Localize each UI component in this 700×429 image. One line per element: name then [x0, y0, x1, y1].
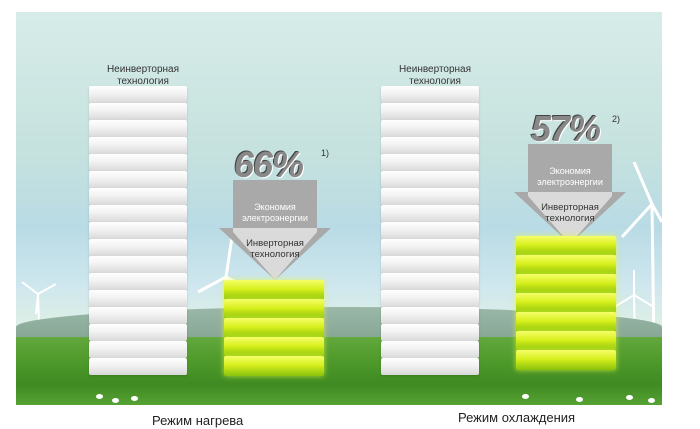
non-inverter-plate	[89, 120, 187, 137]
non-inverter-plate	[89, 154, 187, 171]
non-inverter-plate	[381, 120, 479, 137]
cooling-inverter-label-1: Инверторная	[541, 202, 599, 213]
inverter-plate	[224, 280, 324, 300]
non-inverter-plate	[89, 307, 187, 324]
cooling-footnote: 2)	[612, 114, 621, 124]
heating-footnote: 1)	[321, 148, 330, 158]
non-inverter-plate	[89, 290, 187, 307]
cooling-saving-percent: 57%	[531, 108, 601, 149]
inverter-plate	[224, 318, 324, 338]
non-inverter-plate	[381, 273, 479, 290]
non-inverter-plate	[89, 358, 187, 375]
heating-non-inverter-label: Неинверторная технология	[106, 64, 180, 87]
non-inverter-plate	[381, 324, 479, 341]
heating-inverter-label-1: Инверторная	[246, 238, 304, 249]
non-inverter-plate	[89, 341, 187, 358]
cooling-non-inverter-label: Неинверторная технология	[398, 64, 472, 87]
heating-saving-percent: 66%	[234, 144, 304, 185]
heating-saving-label-1: Экономия	[254, 202, 296, 212]
inverter-plate	[516, 350, 616, 370]
inverter-plate	[516, 236, 616, 256]
non-inverter-plate	[381, 103, 479, 120]
heating-saving-arrow: Экономия электроэнергии Инверторная техн…	[219, 180, 331, 280]
cooling-saving-label-2: электроэнергии	[537, 177, 603, 187]
non-inverter-plate	[89, 171, 187, 188]
flower	[626, 395, 633, 400]
heating-inverter-label-2: технология	[250, 249, 300, 260]
inverter-plate	[516, 274, 616, 294]
non-inverter-plate	[89, 324, 187, 341]
inverter-plate	[516, 331, 616, 351]
non-inverter-plate	[89, 273, 187, 290]
non-inverter-plate	[381, 222, 479, 239]
cooling-inverter-stack	[516, 236, 616, 378]
non-inverter-plate	[381, 256, 479, 273]
non-inverter-plate	[89, 222, 187, 239]
non-inverter-plate	[381, 341, 479, 358]
flower	[522, 394, 529, 399]
non-inverter-plate	[89, 188, 187, 205]
heating-non-inverter-stack	[89, 86, 187, 376]
flower	[96, 394, 103, 399]
cooling-non-inverter-stack	[381, 86, 479, 376]
non-inverter-plate	[89, 205, 187, 222]
inverter-plate	[516, 255, 616, 275]
flower	[112, 398, 119, 403]
non-inverter-plate	[381, 137, 479, 154]
non-inverter-plate	[381, 86, 479, 103]
flower	[576, 397, 583, 402]
heating-inverter-stack	[224, 280, 324, 380]
inverter-plate	[224, 356, 324, 376]
non-inverter-plate	[89, 86, 187, 103]
non-inverter-plate	[381, 307, 479, 324]
non-inverter-plate	[381, 188, 479, 205]
non-inverter-plate	[381, 171, 479, 188]
flower	[131, 396, 138, 401]
illustration-scene: Неинверторная технология 66% 1) Экономия…	[16, 12, 662, 405]
cooling-inverter-label-2: технология	[545, 213, 595, 224]
non-inverter-plate	[381, 205, 479, 222]
cooling-saving-arrow: Экономия электроэнергии Инверторная техн…	[514, 144, 626, 244]
non-inverter-plate	[381, 358, 479, 375]
non-inverter-plate	[89, 256, 187, 273]
non-inverter-plate	[89, 239, 187, 256]
non-inverter-plate	[89, 103, 187, 120]
heating-saving-label-2: электроэнергии	[242, 213, 308, 223]
inverter-plate	[516, 293, 616, 313]
inverter-plate	[224, 337, 324, 357]
non-inverter-plate	[381, 290, 479, 307]
inverter-plate	[516, 312, 616, 332]
inverter-plate	[224, 299, 324, 319]
cooling-mode-caption: Режим охлаждения	[458, 410, 576, 425]
non-inverter-plate	[381, 239, 479, 256]
non-inverter-plate	[89, 137, 187, 154]
non-inverter-plate	[381, 154, 479, 171]
cooling-saving-label-1: Экономия	[549, 166, 591, 176]
heating-mode-caption: Режим нагрева	[152, 413, 244, 428]
flower	[648, 398, 655, 403]
